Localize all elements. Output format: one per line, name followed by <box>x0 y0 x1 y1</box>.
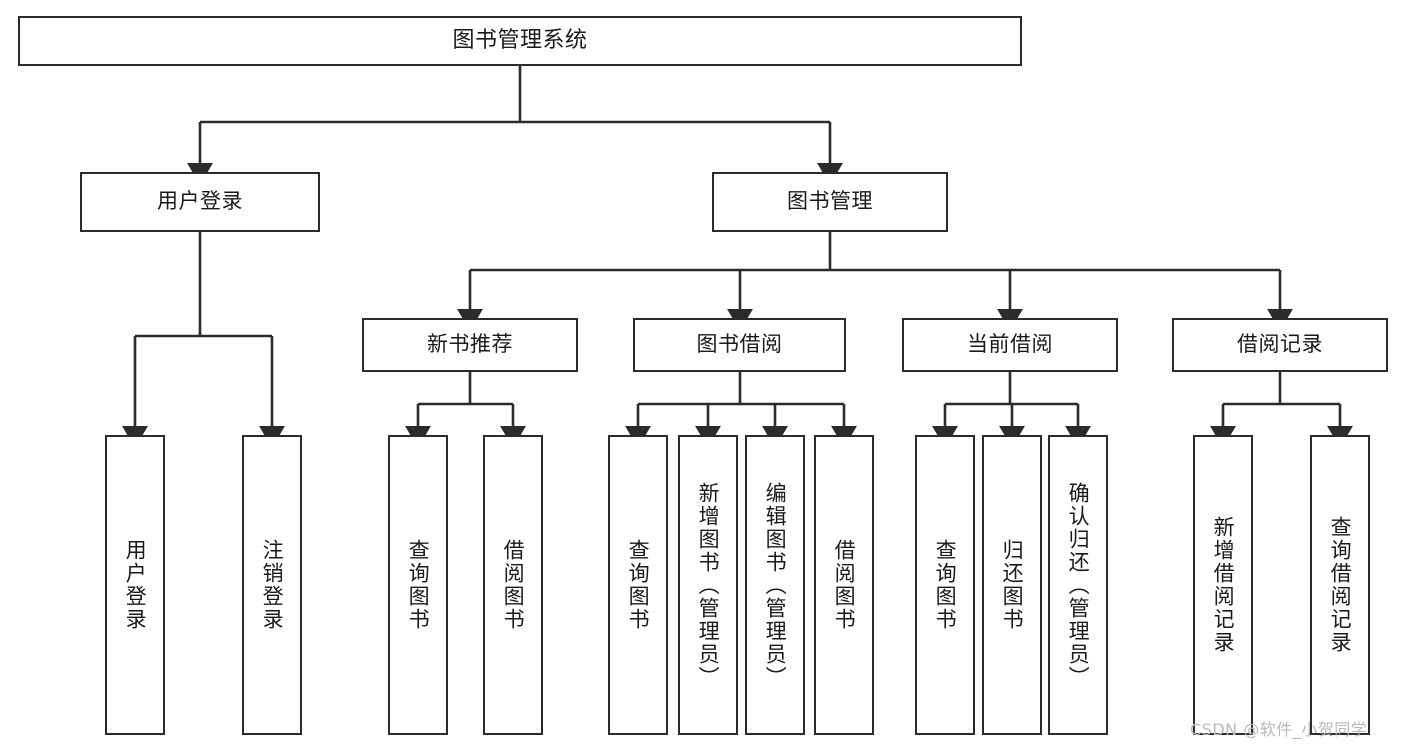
node-new-book-recommend-label: 新书推荐 <box>427 332 513 357</box>
leaf-cb-confirm-return-label: 确认归还（管理员） <box>1066 481 1091 689</box>
leaf-user-login[interactable]: 用户登录 <box>105 435 165 735</box>
leaf-cb-query-book-label: 查询图书 <box>933 539 958 631</box>
leaf-bb-add-book[interactable]: 新增图书（管理员） <box>678 435 738 735</box>
leaf-nb-borrow-book-label: 借阅图书 <box>501 539 526 631</box>
node-root-system[interactable]: 图书管理系统 <box>18 16 1022 66</box>
node-book-borrow-label: 图书借阅 <box>696 332 783 357</box>
leaf-logout[interactable]: 注销登录 <box>242 435 302 735</box>
node-current-borrow-label: 当前借阅 <box>967 332 1053 357</box>
node-book-management-label: 图书管理 <box>787 189 873 214</box>
leaf-nb-borrow-book[interactable]: 借阅图书 <box>483 435 543 735</box>
node-current-borrow[interactable]: 当前借阅 <box>902 318 1118 372</box>
node-user-login-label: 用户登录 <box>157 189 243 214</box>
leaf-br-query-record[interactable]: 查询借阅记录 <box>1310 435 1370 735</box>
leaf-cb-query-book[interactable]: 查询图书 <box>915 435 975 735</box>
leaf-cb-return-book[interactable]: 归还图书 <box>982 435 1042 735</box>
leaf-bb-add-book-label: 新增图书（管理员） <box>696 481 721 689</box>
leaf-bb-borrow-book-label: 借阅图书 <box>832 539 857 631</box>
leaf-logout-label: 注销登录 <box>260 539 285 631</box>
leaf-cb-confirm-return[interactable]: 确认归还（管理员） <box>1048 435 1108 735</box>
leaf-bb-query-book-label: 查询图书 <box>626 539 651 631</box>
node-borrow-record[interactable]: 借阅记录 <box>1172 318 1388 372</box>
leaf-cb-return-book-label: 归还图书 <box>1000 539 1025 631</box>
leaf-br-query-record-label: 查询借阅记录 <box>1328 516 1353 654</box>
node-borrow-record-label: 借阅记录 <box>1237 332 1323 357</box>
node-user-login[interactable]: 用户登录 <box>80 172 320 232</box>
node-new-book-recommend[interactable]: 新书推荐 <box>362 318 578 372</box>
leaf-nb-query-book-label: 查询图书 <box>406 539 431 631</box>
leaf-br-add-record-label: 新增借阅记录 <box>1211 516 1236 654</box>
leaf-bb-borrow-book[interactable]: 借阅图书 <box>814 435 874 735</box>
leaf-user-login-label: 用户登录 <box>123 539 148 631</box>
leaf-bb-edit-book[interactable]: 编辑图书（管理员） <box>745 435 805 735</box>
leaf-bb-query-book[interactable]: 查询图书 <box>608 435 668 735</box>
node-book-borrow[interactable]: 图书借阅 <box>633 318 846 372</box>
node-book-management[interactable]: 图书管理 <box>712 172 948 232</box>
leaf-br-add-record[interactable]: 新增借阅记录 <box>1193 435 1253 735</box>
leaf-nb-query-book[interactable]: 查询图书 <box>388 435 448 735</box>
csdn-watermark: CSDN @软件_小贺同学 <box>1190 720 1368 739</box>
leaf-bb-edit-book-label: 编辑图书（管理员） <box>763 481 788 689</box>
node-root-system-label: 图书管理系统 <box>452 27 588 53</box>
